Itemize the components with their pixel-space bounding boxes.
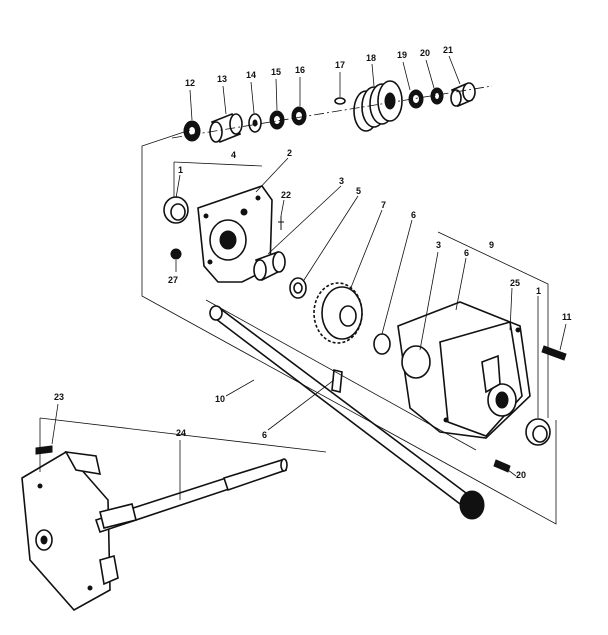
label-13: 13	[217, 74, 227, 84]
label-18: 18	[366, 53, 376, 63]
label-11: 11	[562, 312, 572, 322]
mounting-plate	[21, 450, 119, 612]
label-3-top: 3	[339, 176, 344, 186]
label-4: 4	[231, 150, 236, 160]
label-6-right: 6	[464, 248, 469, 258]
part-18-pulley	[353, 80, 403, 132]
gearbox-housing	[397, 301, 531, 439]
part-5-washer	[289, 277, 307, 299]
part-23-pin	[35, 445, 53, 455]
part-19-washer	[408, 89, 424, 109]
label-19: 19	[397, 50, 407, 60]
part-27-nut	[170, 248, 182, 260]
part-11-bolt	[541, 345, 567, 361]
label-20-top: 20	[420, 48, 430, 58]
label-27: 27	[168, 275, 178, 285]
label-7: 7	[381, 200, 386, 210]
label-14: 14	[246, 70, 256, 80]
part-20-washer-top	[430, 87, 444, 105]
part-7-gear	[313, 282, 363, 344]
label-9: 9	[489, 240, 494, 250]
callout-leaders	[51, 55, 567, 500]
label-6-bottom: 6	[262, 430, 267, 440]
part-24-shaft	[94, 458, 288, 534]
part-10-shaft	[209, 305, 485, 520]
label-15: 15	[271, 67, 281, 77]
label-16: 16	[295, 65, 305, 75]
part-14-washer	[248, 113, 262, 133]
part-21-cap	[450, 82, 476, 108]
lower-assembly	[21, 445, 288, 612]
main-assembly	[163, 185, 567, 473]
part-2-housing-cover	[197, 185, 273, 283]
part-1-seal-left	[163, 196, 189, 224]
part-22-pin	[278, 216, 284, 230]
label-20-bottom: 20	[516, 470, 526, 480]
top-parts-row	[171, 80, 493, 144]
label-3-right: 3	[436, 240, 441, 250]
part-12-washer	[183, 120, 201, 142]
part-17-clip	[334, 97, 346, 105]
label-1-right: 1	[536, 286, 541, 296]
label-17: 17	[335, 60, 345, 70]
part-20-screw-bottom	[493, 459, 511, 473]
label-22: 22	[281, 190, 291, 200]
part-6-key	[331, 368, 343, 394]
label-1-left: 1	[178, 165, 183, 175]
part-1-seal-right	[525, 418, 551, 446]
label-5: 5	[356, 186, 361, 196]
callout-labels: 12 13 14 15 16 17 18 19 20 21 4 2 1 22 3…	[54, 45, 572, 480]
label-21: 21	[443, 45, 453, 55]
label-2: 2	[287, 148, 292, 158]
label-25: 25	[510, 278, 520, 288]
part-13-bushing	[209, 112, 243, 144]
reference-lines	[39, 129, 557, 525]
label-23: 23	[54, 392, 64, 402]
label-12: 12	[185, 78, 195, 88]
label-6-top: 6	[411, 210, 416, 220]
part-6-oring	[373, 333, 391, 355]
label-24: 24	[176, 428, 186, 438]
part-16-washer	[291, 106, 307, 126]
label-10: 10	[215, 394, 225, 404]
part-3-bearing	[253, 250, 286, 282]
